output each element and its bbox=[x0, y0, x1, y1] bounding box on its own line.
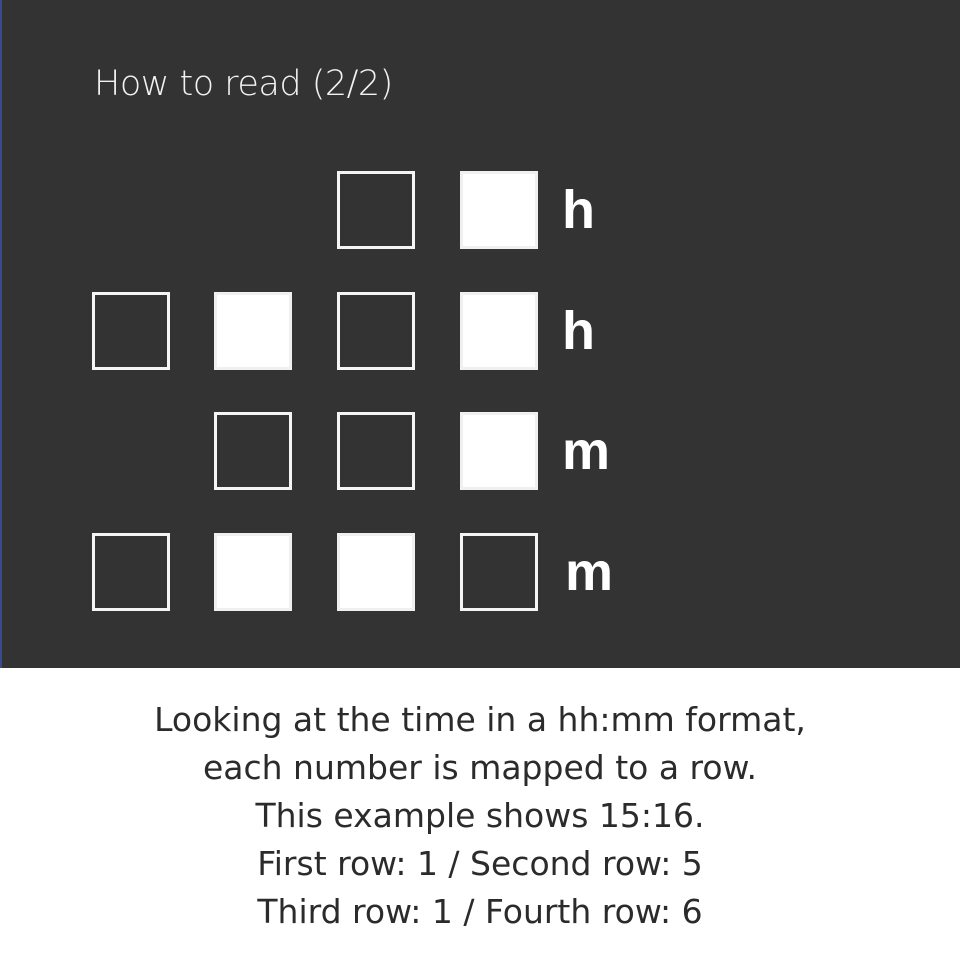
row-unit-label: m bbox=[565, 542, 614, 602]
bit-square-1 bbox=[460, 533, 538, 611]
bit-square-1 bbox=[460, 292, 538, 370]
explanation-line: First row: 1 / Second row: 5 bbox=[257, 844, 703, 883]
row-unit-label: m bbox=[562, 421, 611, 481]
bit-square-2 bbox=[337, 171, 415, 249]
bit-row-minutes-tens: m bbox=[92, 412, 652, 490]
bit-square-4 bbox=[214, 292, 292, 370]
bit-square-2 bbox=[337, 412, 415, 490]
bit-square-2 bbox=[337, 533, 415, 611]
bit-row-hours-ones: h bbox=[92, 292, 652, 370]
row-unit-label: h bbox=[562, 180, 595, 240]
explanation-line: This example shows 15:16. bbox=[255, 796, 705, 835]
bit-row-hours-tens: h bbox=[92, 171, 652, 249]
explanation-line: Looking at the time in a hh:mm format, bbox=[154, 700, 806, 739]
binary-clock-panel: How to read (2/2) h h m m bbox=[0, 0, 960, 668]
explanation-line: Third row: 1 / Fourth row: 6 bbox=[257, 892, 703, 931]
row-unit-label: h bbox=[562, 301, 595, 361]
bit-square-8 bbox=[92, 533, 170, 611]
bit-square-1 bbox=[460, 412, 538, 490]
page-title: How to read (2/2) bbox=[94, 64, 393, 104]
bit-square-1 bbox=[460, 171, 538, 249]
bit-row-minutes-ones: m bbox=[92, 533, 652, 611]
explanation-text: Looking at the time in a hh:mm format, e… bbox=[0, 696, 960, 936]
bit-square-2 bbox=[337, 292, 415, 370]
bit-square-8 bbox=[92, 292, 170, 370]
explanation-line: each number is mapped to a row. bbox=[202, 748, 758, 787]
bit-square-4 bbox=[214, 533, 292, 611]
bit-square-4 bbox=[214, 412, 292, 490]
